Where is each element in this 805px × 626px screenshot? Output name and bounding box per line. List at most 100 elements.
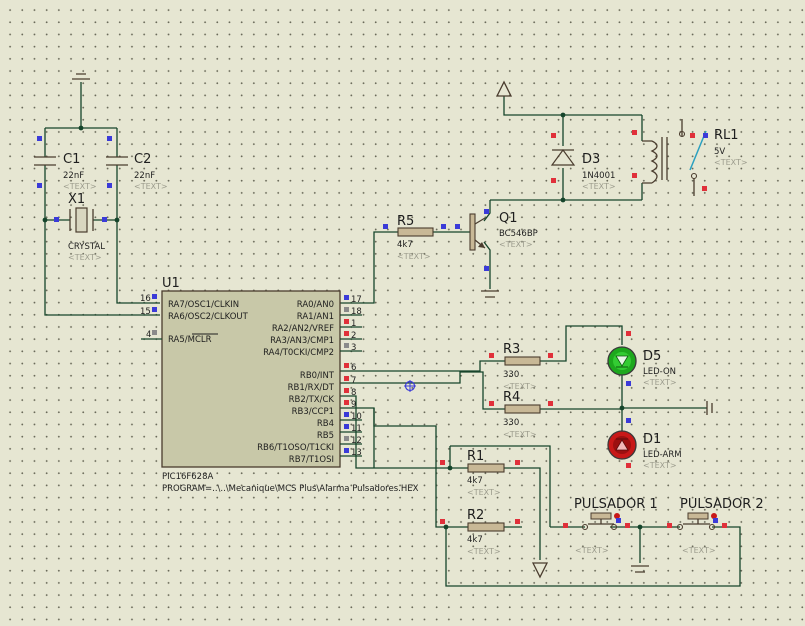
resistor-r3[interactable]: R3 330 <TEXT>	[489, 342, 553, 391]
r1-value: 4k7	[467, 476, 483, 486]
mcu-pin-2: 2 RA3/AN3/CMP1	[270, 331, 362, 346]
c1-text: <TEXT>	[63, 182, 97, 191]
c2-ref: C2	[134, 152, 151, 167]
pin-number: 2	[351, 331, 356, 341]
d1-value: LED-ARM	[643, 450, 682, 460]
pin-number: 11	[351, 424, 362, 434]
power-arrow-relay	[495, 80, 513, 97]
pin-number: 1	[351, 319, 356, 329]
mcu-pin-4: 4 RA5/MCLR	[141, 330, 218, 345]
pulsador-1-ref: PULSADOR 1	[574, 497, 658, 512]
ground-symbol-buttons	[631, 565, 649, 573]
pin-label: RA3/AN3/CMP1	[270, 336, 334, 346]
q1-ref: Q1	[499, 211, 518, 226]
c2-text: <TEXT>	[134, 182, 168, 191]
r4-text: <TEXT>	[503, 430, 537, 439]
mcu-pin-16: 16 RA7/OSC1/CLKIN	[140, 294, 239, 310]
pulsador-2-ref: PULSADOR 2	[680, 497, 764, 512]
r5-text: <TEXT>	[397, 252, 431, 261]
pin-label: RA1/AN1	[297, 312, 334, 322]
rl1-ref: RL1	[714, 128, 739, 143]
d5-ref: D5	[643, 349, 661, 364]
led-d5[interactable]: D5 LED-ON <TEXT>	[607, 331, 677, 387]
rl1-value: 5V	[714, 147, 725, 157]
pin-number: 16	[140, 294, 151, 304]
pin-number: 13	[351, 448, 362, 458]
r2-ref: R2	[467, 508, 484, 523]
r2-value: 4k7	[467, 535, 483, 545]
x1-value: CRYSTAL	[68, 242, 105, 252]
pin-number: 4	[146, 330, 151, 340]
pin-label: RB2/TX/CK	[289, 395, 335, 405]
r2-text: <TEXT>	[467, 547, 501, 556]
d1-text: <TEXT>	[643, 461, 677, 470]
c1-value: 22nF	[63, 171, 84, 181]
power-arrow-buttons	[531, 562, 549, 579]
ground-symbol-q1	[481, 290, 499, 298]
mcu-pin-12: 12 RB6/T1OSO/T1CKI	[257, 436, 362, 453]
pin-number: 8	[351, 388, 356, 398]
pin-label: RB3/CCP1	[292, 407, 334, 417]
mcu-pin-17: 17 RA0/AN0	[297, 295, 362, 310]
relay-rl1[interactable]: RL1 5V <TEXT>	[632, 119, 748, 196]
capacitor-c2[interactable]: C2 22nF <TEXT>	[106, 136, 168, 191]
diode-d3[interactable]: D3 1N4001 <TEXT>	[550, 133, 616, 191]
junctions	[42, 112, 643, 530]
mcu-pin-1: 1 RA2/AN2/VREF	[272, 319, 362, 334]
r1-ref: R1	[467, 449, 484, 464]
d3-ref: D3	[582, 152, 600, 167]
r4-ref: R4	[503, 390, 520, 405]
pin-label: RB7/T1OSI	[289, 455, 334, 465]
transistor-q1[interactable]: Q1 BC546BP <TEXT>	[455, 209, 538, 271]
pin-number: 12	[351, 436, 362, 446]
mcu-pin-9: 9 RB3/CCP1	[292, 400, 356, 417]
resistor-r4[interactable]: R4 330 <TEXT>	[489, 390, 553, 439]
pin-number: 9	[351, 400, 356, 410]
r3-value: 330	[503, 370, 519, 380]
pin-number: 7	[351, 376, 356, 386]
pin-label: RA5/MCLR	[168, 335, 212, 345]
pin-number: 18	[351, 307, 362, 317]
rl1-text: <TEXT>	[714, 158, 748, 167]
pin-label: RA4/T0CKI/CMP2	[263, 348, 334, 358]
pushbutton-pulsador-2[interactable]: PULSADOR 2 <TEXT>	[667, 497, 764, 555]
resistor-r1[interactable]: R1 4k7 <TEXT>	[440, 449, 520, 497]
pin-label: RA0/AN0	[297, 300, 334, 310]
mcu-pin-3: 3 RA4/T0CKI/CMP2	[263, 343, 362, 358]
mcu-pin-8: 8 RB2/TX/CK	[289, 388, 356, 405]
pin-label: RB0/INT	[300, 371, 335, 381]
r3-ref: R3	[503, 342, 520, 357]
mcu-pin-15: 15 RA6/OSC2/CLKOUT	[140, 307, 249, 322]
mcu-right-pins: 17 RA0/AN0 18 RA1/AN1 1 RA2/AN2/VREF 2 R…	[257, 295, 362, 465]
q1-value: BC546BP	[499, 229, 538, 239]
mcu-pin-11: 11 RB5	[317, 424, 362, 441]
crystal-x1[interactable]: X1 CRYSTAL <TEXT>	[54, 192, 107, 262]
pin-label: RA2/AN2/VREF	[272, 324, 334, 334]
mcu-pin-7: 7 RB1/RX/DT	[288, 376, 356, 393]
mcu-ref: U1	[162, 276, 180, 291]
c1-ref: C1	[63, 152, 80, 167]
pin-label: RA7/OSC1/CLKIN	[168, 300, 239, 310]
pin-label: RA6/OSC2/CLKOUT	[168, 312, 249, 322]
d3-text: <TEXT>	[582, 182, 616, 191]
pulsador-2-text: <TEXT>	[682, 546, 716, 555]
d3-value: 1N4001	[582, 171, 615, 181]
pulsador-1-text: <TEXT>	[575, 546, 609, 555]
pin-label: RB1/RX/DT	[288, 383, 335, 393]
d5-value: LED-ON	[643, 367, 676, 377]
resistor-r5[interactable]: R5 4k7 <TEXT>	[383, 214, 446, 261]
capacitor-c1[interactable]: C1 22nF <TEXT>	[34, 136, 97, 191]
r3-text: <TEXT>	[503, 382, 537, 391]
d5-text: <TEXT>	[643, 378, 677, 387]
pushbutton-pulsador-1[interactable]: PULSADOR 1 <TEXT>	[563, 497, 658, 555]
r1-text: <TEXT>	[467, 488, 501, 497]
resistor-r2[interactable]: R2 4k7 <TEXT>	[440, 508, 520, 556]
c2-value: 22nF	[134, 171, 155, 181]
mcu-u1[interactable]: U1 PIC16F628A PROGRAM=..\..\Mecanique\MC…	[140, 276, 419, 494]
mcu-program: PROGRAM=..\..\Mecanique\MCS Plus\Alarma …	[162, 484, 419, 494]
mcu-pin-10: 10 RB4	[317, 412, 362, 429]
pin-number: 3	[351, 343, 356, 353]
led-d1[interactable]: D1 LED-ARM <TEXT>	[607, 418, 682, 470]
pin-label: RB4	[317, 419, 334, 429]
